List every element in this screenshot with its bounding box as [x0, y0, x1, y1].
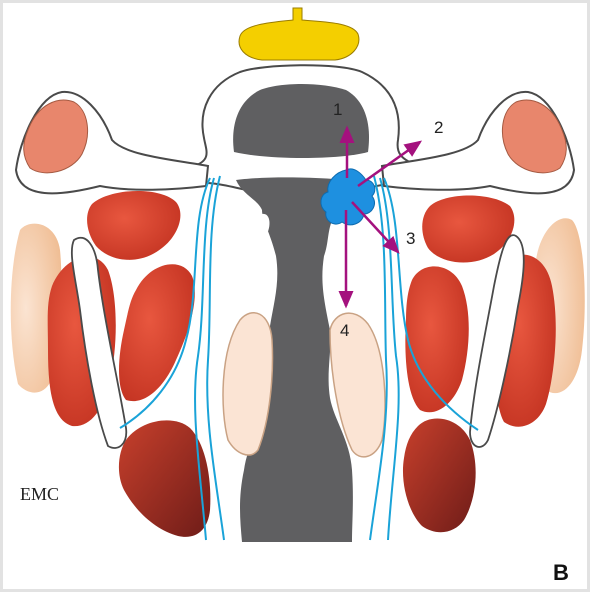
bone-interior-dark [233, 84, 369, 158]
panel-letter: B [553, 560, 569, 585]
route-label-3: 3 [406, 229, 415, 248]
route-label-4: 4 [340, 321, 349, 340]
emc-logo: EMC [20, 484, 59, 504]
route-label-2: 2 [434, 118, 443, 137]
route-label-1: 1 [333, 100, 342, 119]
